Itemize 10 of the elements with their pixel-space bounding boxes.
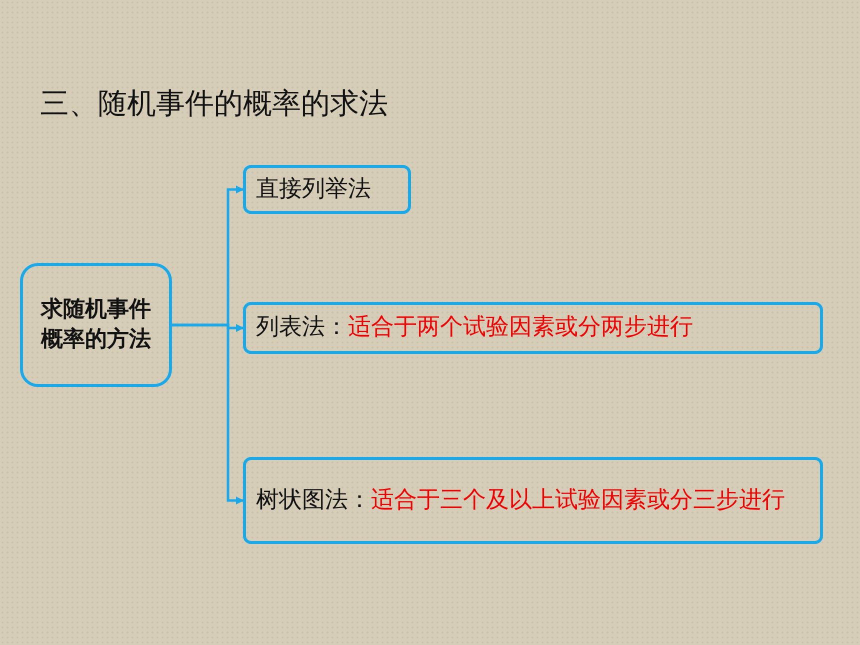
- box-text: 列表法：适合于两个试验因素或分两步进行: [256, 313, 693, 342]
- box-text: 直接列举法: [256, 174, 371, 204]
- slide-title: 三、随机事件的概率的求法: [40, 85, 388, 122]
- box-text: 求随机事件概率的方法: [39, 296, 152, 354]
- text-box: [243, 302, 823, 354]
- box-text: 树状图法：适合于三个及以上试验因素或分三步进行: [256, 486, 785, 515]
- text-box: [243, 165, 411, 214]
- text-box: [20, 263, 172, 387]
- connector-arrow: [172, 324, 244, 504]
- text-box: [243, 457, 823, 544]
